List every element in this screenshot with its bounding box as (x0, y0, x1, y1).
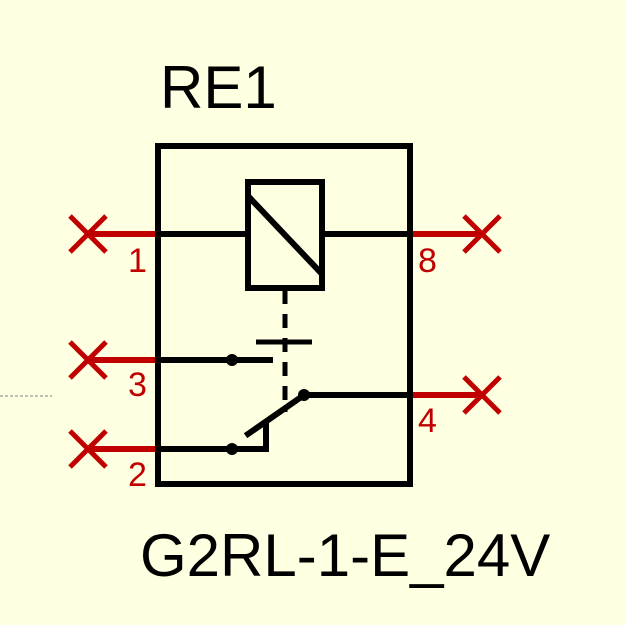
pin-8-number: 8 (418, 242, 437, 280)
internal-wiring (155, 231, 413, 452)
component-designator[interactable]: RE1 (160, 54, 277, 121)
pin-leads (88, 231, 482, 452)
pin-3-end-cross-icon[interactable] (68, 340, 108, 380)
pin-1-end-cross-icon[interactable] (68, 214, 108, 254)
pin-end-markers (68, 214, 502, 469)
pin-8-end-cross-icon[interactable] (462, 214, 502, 254)
switch-arm (243, 390, 309, 439)
pin-2-number: 2 (128, 456, 147, 494)
component-value[interactable]: G2RL-1-E_24V (140, 522, 550, 589)
no-contact-step (232, 420, 269, 452)
pin-2-end-cross-icon[interactable] (68, 429, 108, 469)
contact-dots (226, 354, 310, 455)
relay-coil-icon (245, 179, 325, 291)
pin-1-number: 1 (128, 242, 147, 280)
common-contact-dot (298, 389, 310, 401)
pin-3-number: 3 (128, 366, 147, 404)
no-contact-dot (226, 443, 238, 455)
mechanical-linkage (256, 290, 312, 412)
relay-body-outline[interactable] (155, 143, 413, 487)
pin-4-number: 4 (418, 402, 437, 440)
nc-contact-dot (226, 354, 238, 366)
pin-4-end-cross-icon[interactable] (462, 375, 502, 415)
